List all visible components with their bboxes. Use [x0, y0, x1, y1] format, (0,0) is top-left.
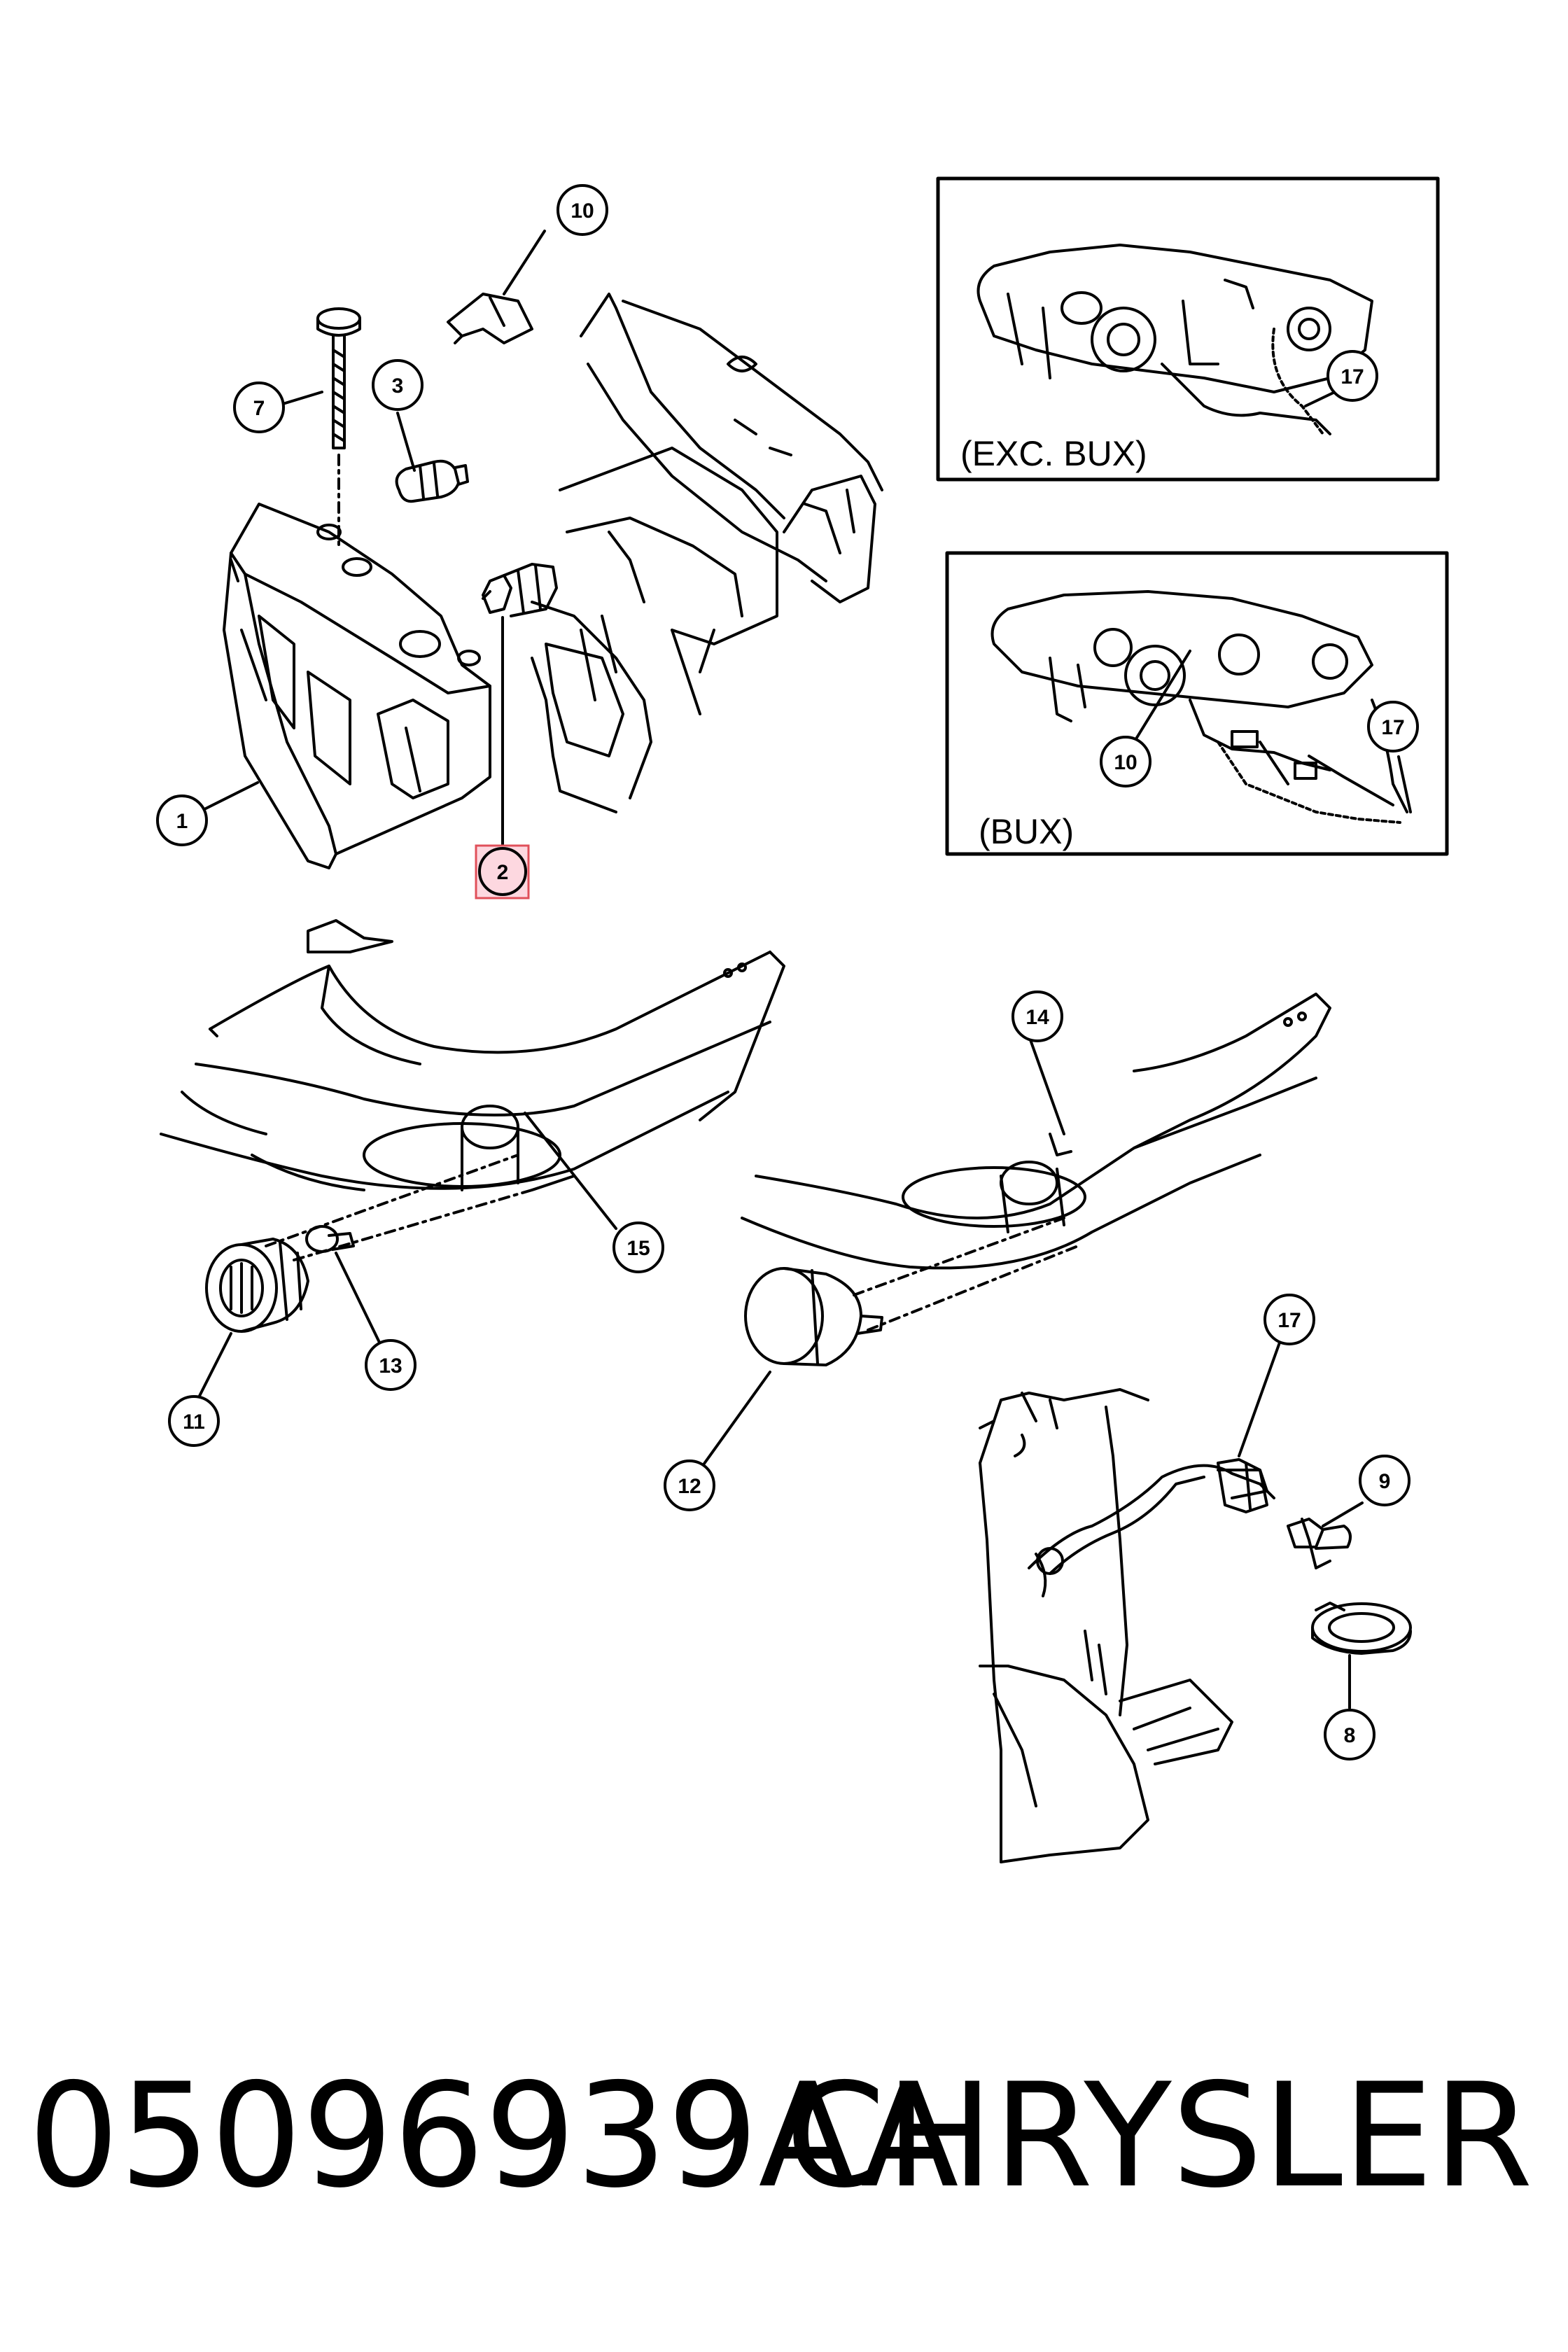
- part-number: 05096939AA: [28, 2053, 959, 2220]
- side-marker-8: [1311, 1602, 1412, 1655]
- callout-2-highlighted[interactable]: 2: [475, 844, 530, 899]
- callout-17-side[interactable]: 17: [1264, 1294, 1315, 1345]
- callout-label: 8: [1344, 1724, 1356, 1747]
- callout-17-exc-bux[interactable]: 17: [1326, 350, 1378, 402]
- callout-10-bux[interactable]: 10: [1100, 736, 1152, 788]
- bulb-socket-2: [482, 563, 558, 617]
- leader-17c: [1238, 1341, 1281, 1457]
- screw: [316, 307, 361, 547]
- callout-label: 9: [1379, 1470, 1391, 1493]
- callout-label: 3: [392, 374, 404, 398]
- bulb-3: [395, 459, 469, 503]
- callout-label: 11: [183, 1410, 205, 1434]
- brand-name: CHRYSLER: [785, 2053, 1533, 2220]
- socket-17: [1217, 1458, 1268, 1513]
- body-panel: [531, 293, 883, 813]
- bulb-9: [1287, 1518, 1352, 1550]
- leader-11: [192, 1332, 232, 1408]
- callout-14[interactable]: 14: [1011, 990, 1063, 1042]
- leader-9: [1322, 1502, 1364, 1527]
- inset-label-bux: (BUX): [979, 812, 1074, 851]
- callout-label: 17: [1381, 716, 1404, 739]
- leader-13: [335, 1252, 385, 1352]
- bumper-fascia-center: [741, 993, 1331, 1331]
- callout-10-main[interactable]: 10: [556, 184, 608, 236]
- leader-15: [524, 1112, 617, 1230]
- callout-8[interactable]: 8: [1324, 1709, 1376, 1760]
- callout-9[interactable]: 9: [1359, 1455, 1410, 1506]
- callout-11[interactable]: 11: [168, 1395, 220, 1447]
- leader-1: [202, 781, 259, 811]
- callout-label: 14: [1026, 1006, 1049, 1029]
- callout-label: 7: [253, 397, 265, 420]
- leader-7: [281, 391, 323, 405]
- callout-label: 17: [1278, 1309, 1301, 1332]
- inset-bux: [945, 551, 1449, 856]
- callout-17-bux[interactable]: 17: [1367, 701, 1419, 752]
- callout-label: 12: [678, 1475, 701, 1498]
- callout-12[interactable]: 12: [664, 1460, 715, 1511]
- lamp-12: [744, 1267, 883, 1366]
- callout-label: 17: [1340, 365, 1364, 388]
- callout-label: 15: [626, 1237, 650, 1260]
- inset-label-exc-bux: (EXC. BUX): [960, 434, 1147, 473]
- clip-10: [447, 293, 533, 344]
- callout-label: 10: [570, 200, 594, 223]
- bumper-fascia-left: [160, 919, 785, 1261]
- callout-3[interactable]: 3: [372, 359, 424, 411]
- fog-lamp-11: [205, 1238, 309, 1333]
- fog-bulb-13: [305, 1225, 355, 1253]
- callout-13[interactable]: 13: [365, 1339, 416, 1391]
- leader-12: [701, 1371, 771, 1468]
- headlamp-assembly: [223, 503, 491, 869]
- leader-3: [396, 412, 416, 472]
- fender-side-marker-area: [979, 1388, 1331, 1863]
- leader-14: [1028, 1035, 1065, 1135]
- callout-15[interactable]: 15: [612, 1222, 664, 1273]
- callout-label: 13: [379, 1354, 402, 1378]
- callout-1[interactable]: 1: [156, 794, 208, 846]
- leader-10a: [503, 230, 546, 295]
- inset-exc-bux: [936, 176, 1440, 482]
- callout-label: 1: [176, 810, 188, 833]
- callout-label: 10: [1114, 751, 1137, 774]
- callout-7[interactable]: 7: [233, 382, 285, 433]
- callout-label: 2: [497, 861, 509, 884]
